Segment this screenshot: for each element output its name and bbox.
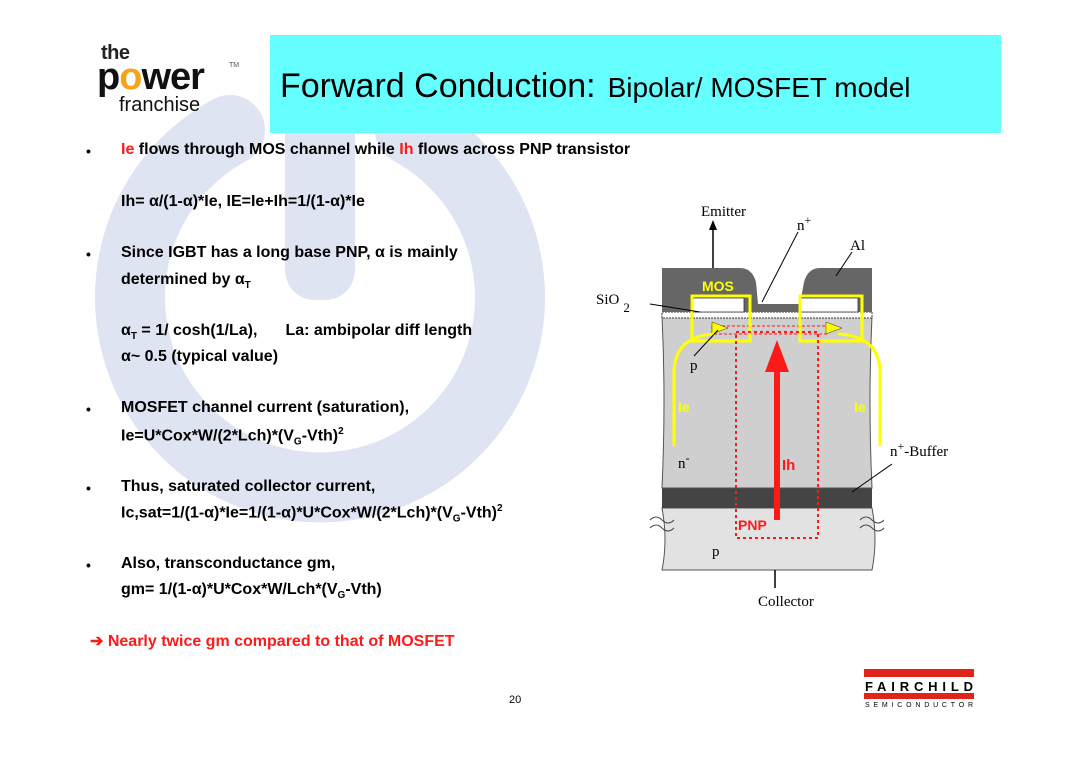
gate-pad-right xyxy=(799,297,859,313)
label-collector: Collector xyxy=(758,594,814,610)
channel-arrow-right xyxy=(825,321,843,335)
bullet-transconductance: Also, transconductance gm, xyxy=(121,555,336,572)
the-power-franchise-logo: the power TM franchise xyxy=(95,40,255,120)
svg-text:SEMICONDUCTOR: SEMICONDUCTOR xyxy=(865,702,973,709)
ih-arrow-head xyxy=(765,340,789,372)
label-p-top: p xyxy=(690,358,698,374)
equation-alpha-typical: α~ 0.5 (typical value) xyxy=(121,348,279,365)
page-number: 20 xyxy=(509,694,522,706)
bullet-long-base-pnp: Since IGBT has a long base PNP, α is mai… xyxy=(121,244,458,261)
ie-path-right xyxy=(837,332,882,446)
label-emitter: Emitter xyxy=(701,204,746,220)
emitter-arrow-icon xyxy=(709,220,717,230)
bullet-saturated-collector: Thus, saturated collector current, xyxy=(121,478,376,495)
power-o-icon: o xyxy=(119,56,142,98)
label-buffer: n+-Buffer xyxy=(890,439,948,460)
al-pointer xyxy=(835,251,853,277)
channel-arrow-left xyxy=(711,321,729,335)
page-title: Forward Conduction:Bipolar/ MOSFET model xyxy=(280,67,911,105)
buffer-pointer xyxy=(851,463,893,493)
equation-ih: Ih= α/(1-α)*Ie, IE=Ie+Ih=1/(1-α)*Ie xyxy=(121,193,365,210)
n-minus-drift-region xyxy=(661,315,873,489)
ie-path-left xyxy=(672,332,716,446)
nplus-pointer xyxy=(761,231,799,303)
bullet-marker: • xyxy=(86,246,91,262)
label-ie-left: Ie xyxy=(678,399,690,415)
bullet-marker: • xyxy=(86,557,91,573)
equation-ie-saturation: Ie=U*Cox*W/(2*Lch)*(VG-Vth)2 xyxy=(121,426,344,448)
label-ie-right: Ie xyxy=(854,399,866,415)
logo-power: power xyxy=(97,56,205,98)
label-al: Al xyxy=(850,238,865,254)
bullet-marker: • xyxy=(86,401,91,417)
label-n-minus: n- xyxy=(678,451,690,472)
logo-franchise: franchise xyxy=(119,94,201,116)
bullet-long-base-pnp-line2: determined by αT xyxy=(121,271,251,292)
bullet-marker: • xyxy=(86,480,91,496)
label-nplus: n+ xyxy=(797,213,812,234)
bullet-marker: • xyxy=(86,143,91,159)
bullet-ie-ih-flow: Ie flows through MOS channel while Ih fl… xyxy=(121,141,631,158)
svg-text:FAIRCHILD: FAIRCHILD xyxy=(865,679,973,694)
mos-box-right xyxy=(798,294,864,343)
title-band: Forward Conduction:Bipolar/ MOSFET model xyxy=(270,35,1001,133)
logo-the: the xyxy=(101,42,130,64)
label-p-bottom: p xyxy=(712,544,720,560)
label-mos: MOS xyxy=(702,278,734,294)
equation-ic-sat: Ic,sat=1/(1-α)*Ie=1/(1-α)*U*Cox*W/(2*Lch… xyxy=(121,503,503,525)
equation-alpha-t: αT = 1/ cosh(1/La),La: ambipolar diff le… xyxy=(121,322,473,343)
label-ih: Ih xyxy=(782,457,795,474)
equation-gm: gm= 1/(1-α)*U*Cox*W/Lch*(VG-Vth) xyxy=(121,581,382,602)
break-mark-left xyxy=(649,516,675,532)
page-subtitle: Bipolar/ MOSFET model xyxy=(607,72,911,103)
gate-pad-left xyxy=(691,297,745,313)
label-pnp: PNP xyxy=(738,517,767,533)
mos-box-left xyxy=(690,294,752,343)
p-pointer xyxy=(693,329,719,357)
n-plus-buffer-layer xyxy=(662,488,872,508)
break-mark-right xyxy=(859,516,885,532)
bullet-mosfet-channel: MOSFET channel current (saturation), xyxy=(121,399,410,416)
conclusion-line: ➔ Nearly twice gm compared to that of MO… xyxy=(90,633,455,650)
logo-tm: TM xyxy=(229,62,240,69)
sio2-pointer xyxy=(649,303,701,313)
fairchild-logo: FAIRCHILD SEMICONDUCTOR xyxy=(864,669,974,709)
arrow-right-icon: ➔ xyxy=(90,633,104,650)
slide-content: • Ie flows through MOS channel while Ih … xyxy=(0,0,630,680)
